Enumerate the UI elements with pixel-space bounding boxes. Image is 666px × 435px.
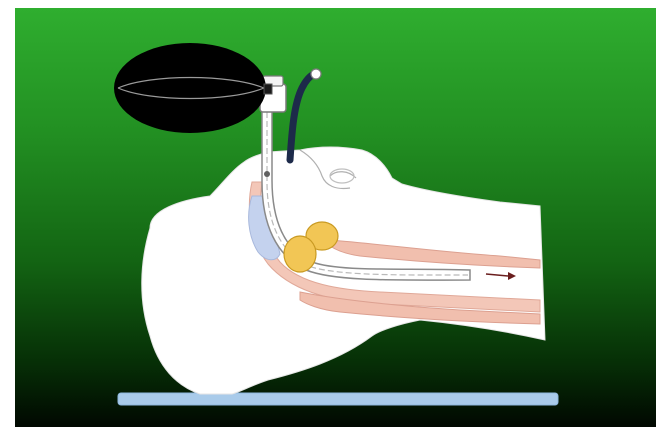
oxygen-tubing-icon	[290, 74, 314, 160]
bag-neck-icon	[264, 84, 272, 94]
tube-marker-icon	[264, 171, 270, 177]
oxygen-tubing-end-icon	[311, 69, 321, 79]
cuff-balloon-icon	[284, 236, 316, 272]
surface-icon	[118, 393, 558, 405]
ventilation-bag-icon	[114, 43, 266, 133]
